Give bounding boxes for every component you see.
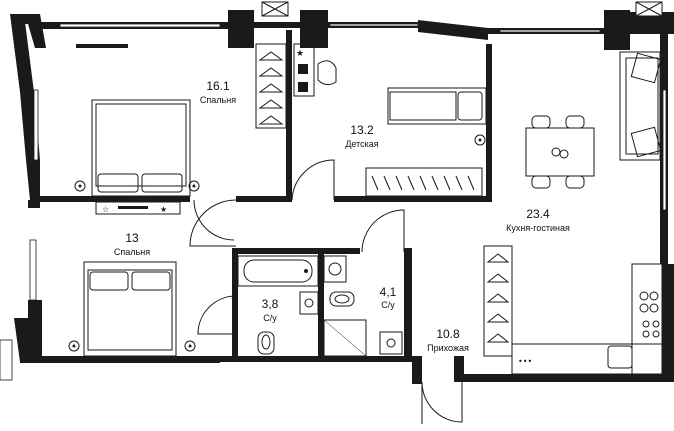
dining-table-icon bbox=[525, 115, 595, 189]
room-area: 4,1 bbox=[380, 285, 397, 299]
chair-icon bbox=[317, 60, 337, 86]
stove-icon bbox=[639, 291, 659, 313]
room-area: 23.4 bbox=[526, 207, 550, 221]
room-label-bedroom-2: 13 Спальня bbox=[114, 231, 150, 257]
bed-icon bbox=[387, 87, 487, 125]
svg-text:•••: ••• bbox=[518, 357, 532, 366]
svg-text:★: ★ bbox=[160, 205, 167, 214]
room-name: Спальня bbox=[114, 247, 150, 257]
room-area: 16.1 bbox=[206, 79, 230, 93]
room-name: Прихожая bbox=[427, 343, 469, 353]
room-area: 10.8 bbox=[436, 327, 460, 341]
room-name: С/у bbox=[381, 300, 395, 310]
desk-icon: ☆ ★ bbox=[95, 201, 181, 215]
toilet-icon bbox=[257, 331, 275, 355]
room-name: Детская bbox=[345, 139, 378, 149]
bed-icon bbox=[91, 99, 191, 197]
room-label-bathroom-1: 3,8 С/у bbox=[262, 297, 279, 323]
washing-machine-icon bbox=[323, 255, 347, 283]
sink-icon bbox=[642, 320, 660, 338]
room-area: 13 bbox=[125, 231, 139, 245]
wardrobe-hanger-icon bbox=[365, 167, 483, 197]
room-label-bedroom-1: 16.1 Спальня bbox=[200, 79, 236, 105]
room-label-kids-room: 13.2 Детская bbox=[345, 123, 378, 149]
toilet-icon bbox=[329, 291, 355, 307]
room-area: 3,8 bbox=[262, 297, 279, 311]
sofa-icon bbox=[619, 51, 662, 161]
tv-icon bbox=[76, 44, 128, 48]
room-name: С/у bbox=[263, 313, 277, 323]
windows bbox=[0, 1, 667, 381]
sink-icon bbox=[299, 291, 319, 315]
wardrobe-hanger-icon bbox=[255, 43, 287, 129]
bed-icon bbox=[83, 261, 177, 357]
room-label-bathroom-2: 4,1 С/у bbox=[380, 285, 397, 310]
inner-walls bbox=[40, 30, 492, 356]
desk-icon: ★ bbox=[293, 43, 315, 97]
kitchen-counter: ••• bbox=[511, 263, 663, 375]
sink-icon bbox=[379, 331, 403, 355]
bathtub-icon bbox=[237, 255, 319, 287]
room-name: Кухня-гостиная bbox=[506, 223, 570, 233]
socket-icon bbox=[68, 134, 486, 352]
room-label-kitchen-living: 23.4 Кухня-гостиная bbox=[506, 207, 570, 233]
svg-text:★: ★ bbox=[296, 49, 304, 59]
room-label-hallway: 10.8 Прихожая bbox=[427, 327, 469, 353]
room-name: Спальня bbox=[200, 95, 236, 105]
svg-text:☆: ☆ bbox=[102, 205, 109, 214]
room-area: 13.2 bbox=[350, 123, 374, 137]
wardrobe-hanger-icon bbox=[483, 245, 513, 357]
shower-icon bbox=[323, 319, 367, 357]
door-swing-icon bbox=[189, 159, 463, 424]
